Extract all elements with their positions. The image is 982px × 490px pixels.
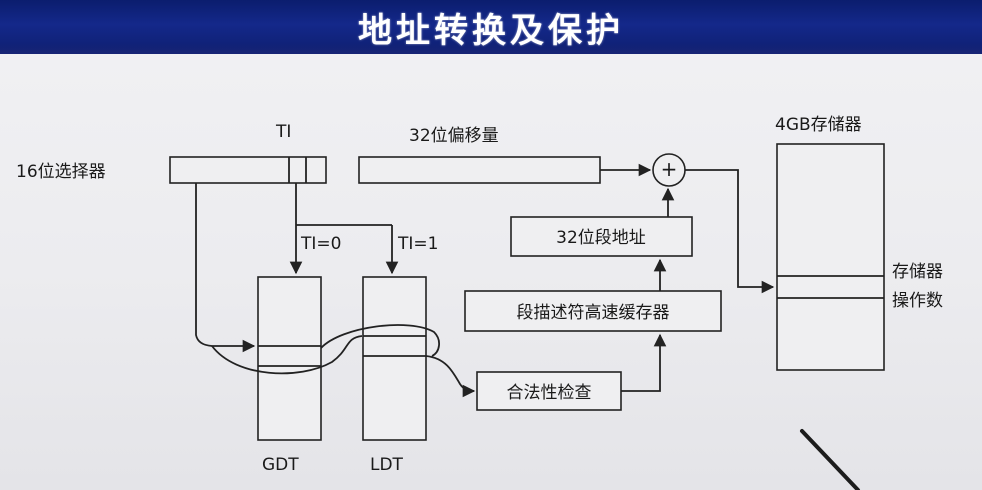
gdt-table — [257, 276, 322, 441]
gdt-label: GDT — [262, 455, 299, 475]
adder-to-memory-arrow — [685, 169, 775, 294]
memory-operand-label-2: 操作数 — [892, 291, 943, 311]
validity-check-label: 合法性检查 — [507, 383, 592, 403]
descriptor-cache-label: 段描述符高速缓存器 — [517, 303, 670, 323]
adder-circle: + — [652, 153, 686, 187]
title-bar-shade — [0, 44, 982, 54]
ti-label: TI — [275, 122, 291, 142]
index-curve-to-ldt — [211, 335, 363, 375]
gdt-to-check-curve — [320, 324, 440, 357]
validity-check-box — [476, 371, 622, 411]
segment-address-label: 32位段地址 — [556, 228, 646, 248]
adder-sign: + — [661, 157, 678, 181]
index-to-gdt-arrow — [195, 183, 256, 353]
selector-label: 16位选择器 — [16, 162, 106, 182]
check-to-cache-arrow — [621, 333, 667, 392]
ldt-label: LDT — [370, 455, 404, 475]
ti1-label: TI=1 — [397, 234, 438, 254]
table-to-check-arrow — [425, 355, 476, 398]
offset-register — [358, 156, 601, 184]
descriptor-cache-box — [464, 290, 722, 332]
ti0-label: TI=0 — [300, 234, 341, 254]
ldt-table — [362, 276, 427, 441]
memory-label: 4GB存储器 — [775, 115, 862, 135]
pointer-stick — [800, 429, 860, 490]
title-bar: 地址转换及保护 — [0, 0, 982, 54]
selector-register — [169, 156, 327, 184]
memory-operand-label-1: 存储器 — [892, 262, 943, 282]
segment-address-box — [510, 216, 693, 257]
memory-block — [776, 143, 885, 371]
offset-label: 32位偏移量 — [409, 126, 499, 146]
